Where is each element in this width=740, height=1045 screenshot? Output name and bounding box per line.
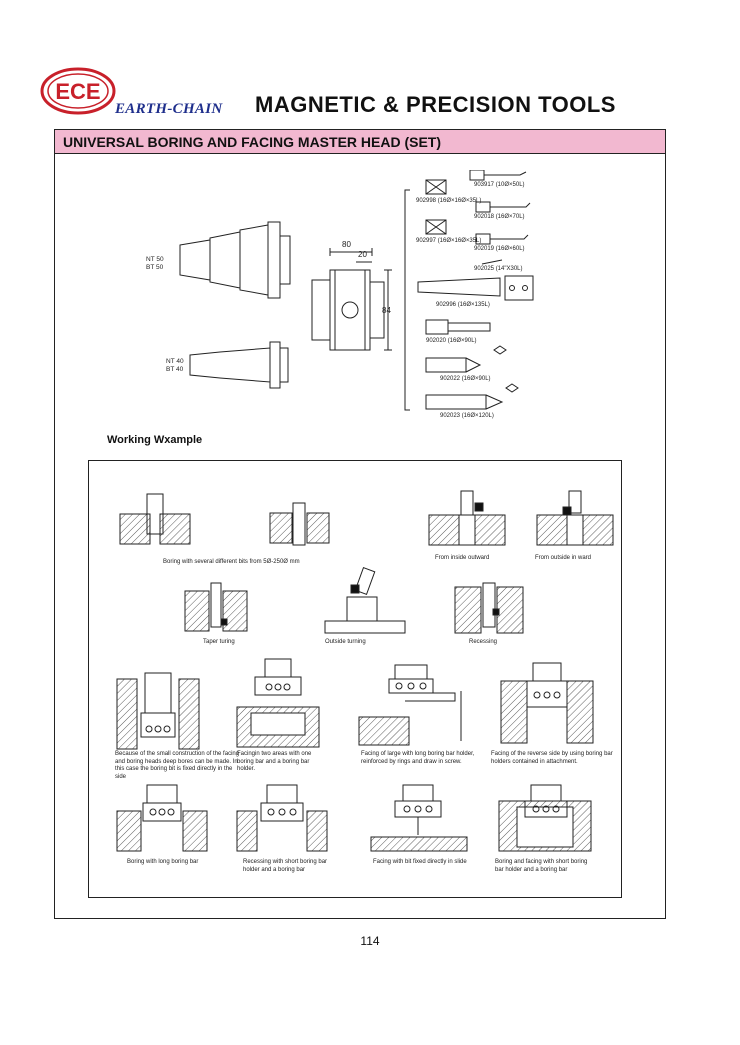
caption-two-areas: Facingin two areas with one boring bar a… <box>237 751 312 772</box>
part-label: 902998 (16Ø×16Ø×35L) <box>416 198 482 204</box>
label-nt40: NT 40 <box>166 358 184 365</box>
example-reverse-side <box>500 662 594 744</box>
caption-short-recess: Recessing with short boring bar holder a… <box>243 859 328 873</box>
label-nt50: NT 50 <box>146 256 164 263</box>
section-title-bar: UNIVERSAL BORING AND FACING MASTER HEAD … <box>54 129 666 154</box>
part-label: 902018 (16Ø×70L) <box>474 214 525 220</box>
caption-recessing: Recessing <box>469 639 498 645</box>
caption-short-boring: Boring and facing with short boring bar … <box>495 859 588 873</box>
dimension-84: 84 <box>382 306 391 315</box>
example-boring-bits <box>119 493 191 545</box>
example-bit-side <box>370 784 468 852</box>
part-label: 902025 (14"X30L) <box>474 266 523 272</box>
example-recessing <box>454 582 524 634</box>
part-label: 903917 (10Ø×50L) <box>474 182 525 188</box>
example-two-areas <box>236 658 320 748</box>
section-title: UNIVERSAL BORING AND FACING MASTER HEAD … <box>63 134 442 150</box>
caption-facing-large: Facing of large with long boring bar hol… <box>361 751 475 765</box>
caption-long-bar: Boring with long boring bar <box>127 859 199 865</box>
tool-set-illustration <box>179 169 534 411</box>
example-deep-bores <box>116 672 200 750</box>
part-label: 902997 (16Ø×16Ø×35L) <box>416 238 482 244</box>
part-label: 902019 (16Ø×60L) <box>474 246 525 252</box>
caption-inside-outward: From inside outward <box>435 555 490 561</box>
ece-logo: ECE <box>40 67 116 115</box>
dimension-20: 20 <box>358 250 367 259</box>
master-head-drawing: NT 50 BT 50 NT 40 BT 40 80 20 84 902998 … <box>140 169 560 430</box>
example-outside-turning <box>324 567 406 634</box>
content-frame <box>54 153 666 919</box>
brand-name: EARTH-CHAIN <box>115 101 223 117</box>
caption-boring-bits: Boring with several different bits from … <box>163 559 300 565</box>
page-number: 114 <box>360 934 380 948</box>
caption-taper: Taper turing <box>203 639 235 645</box>
example-short-recess <box>236 784 328 852</box>
working-example-frame: Boring with several different bits from … <box>88 460 622 898</box>
label-bt50: BT 50 <box>146 264 164 271</box>
example-short-boring <box>498 784 592 852</box>
caption-outside-turning: Outside turning <box>325 639 366 645</box>
part-label: 902996 (16Ø×135L) <box>436 302 490 308</box>
example-facing-large <box>358 664 462 746</box>
caption-outside-inward: From outside in ward <box>535 555 592 561</box>
part-label: 902023 (16Ø×120L) <box>440 413 494 419</box>
example-boring-bits-2 <box>269 502 330 546</box>
part-label: 902020 (16Ø×90L) <box>426 338 477 344</box>
svg-text:ECE: ECE <box>55 79 100 104</box>
part-label: 902022 (16Ø×90L) <box>440 376 491 382</box>
example-inside-outward <box>428 490 506 546</box>
example-outside-inward <box>536 490 614 546</box>
caption-deep-bores: Because of the small construction of the… <box>115 751 240 780</box>
example-long-bar <box>116 784 208 852</box>
working-example-title: Working Wxample <box>107 434 203 446</box>
page-heading: MAGNETIC & PRECISION TOOLS <box>255 92 616 117</box>
label-bt40: BT 40 <box>166 366 184 373</box>
dimension-80: 80 <box>342 240 351 249</box>
example-taper <box>184 582 248 632</box>
caption-reverse-side: Facing of the reverse side by using bori… <box>491 751 613 765</box>
caption-bit-side: Facing with bit fixed directly in slide <box>373 859 467 865</box>
